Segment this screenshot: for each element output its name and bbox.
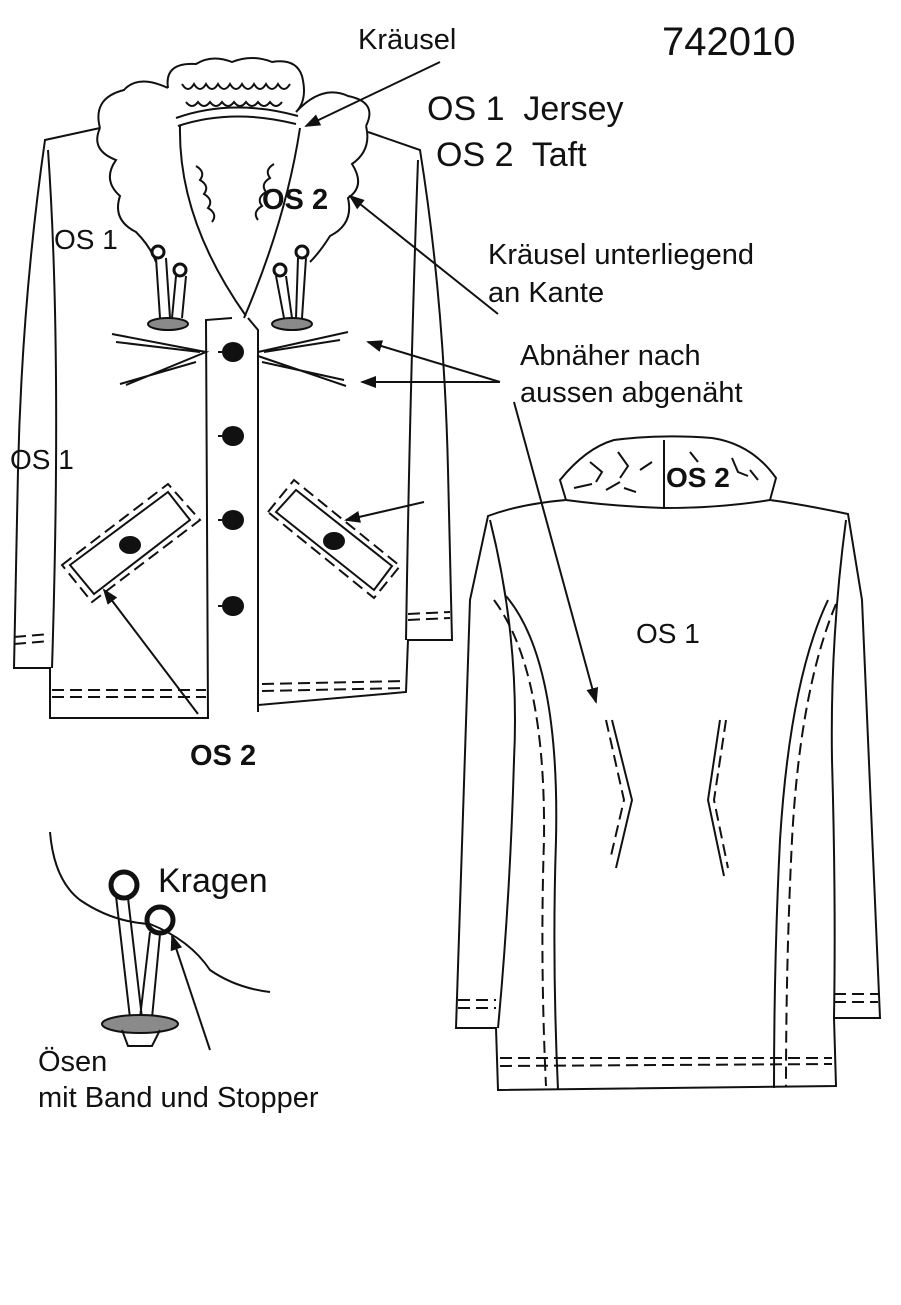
label-back-os1: OS 1 xyxy=(636,618,700,649)
arrow-left-pocket xyxy=(102,588,199,715)
arrow-dart-back xyxy=(513,401,599,704)
label-os1-jersey: OS 1 Jersey xyxy=(427,90,624,128)
front-right-pocket xyxy=(266,478,402,600)
back-side-seams xyxy=(489,519,847,1029)
front-body-outline xyxy=(12,127,454,719)
kragen-detail xyxy=(49,831,271,1047)
label-kraeusel-edge: Kräusel unterliegend an Kante xyxy=(488,239,755,309)
stopper-body xyxy=(121,1029,161,1047)
front-collar-inner-edge xyxy=(178,125,301,319)
arrow-eyelet xyxy=(170,934,211,1051)
annotation-arrows xyxy=(102,61,599,1051)
label-kragen: Kragen xyxy=(158,862,268,900)
front-right-sleeve-seam xyxy=(405,159,419,641)
front-neckline xyxy=(175,106,299,127)
arrow-dart-upper xyxy=(366,340,501,383)
kragen-detail-outline xyxy=(49,831,271,993)
front-left-sleeve-seam xyxy=(47,149,58,669)
back-princess-seams xyxy=(505,595,829,1091)
back-princess-stitching xyxy=(493,599,837,1087)
front-collar-eyelets xyxy=(147,244,313,331)
label-kraeusel: Kräusel xyxy=(358,24,457,56)
back-darts xyxy=(611,719,725,877)
eyelet-lower xyxy=(144,904,176,936)
label-front-os1-upper: OS 1 xyxy=(54,224,118,255)
front-view xyxy=(12,57,454,719)
label-darts: Abnäher nach aussen abgenäht xyxy=(520,340,743,409)
eyelet-upper xyxy=(108,869,140,901)
label-eyelets: Ösen mit Band und Stopper xyxy=(38,1046,319,1114)
label-back-collar-os2: OS 2 xyxy=(666,462,730,493)
eyelet-cords xyxy=(115,895,161,1019)
stopper xyxy=(101,1014,179,1034)
front-buttons xyxy=(218,342,244,616)
front-right-sleeve-hem-stitch xyxy=(407,611,451,621)
arrow-kraeusel xyxy=(304,61,441,127)
front-left-pocket xyxy=(60,482,202,604)
back-collar xyxy=(558,435,778,510)
article-number: 742010 xyxy=(662,20,796,64)
label-os2-taft: OS 2 Taft xyxy=(436,136,587,174)
label-front-os2-bottom: OS 2 xyxy=(190,740,257,772)
front-placket xyxy=(204,317,259,719)
label-front-os1-side: OS 1 xyxy=(10,444,74,475)
front-ruffle-collar xyxy=(96,57,371,263)
front-left-sleeve-hem-stitch xyxy=(13,633,51,645)
back-body-outline xyxy=(454,499,882,1092)
arrow-kraeusel-edge xyxy=(348,194,499,315)
back-collar-ruffle-marks xyxy=(573,451,759,493)
front-ruffle-gathers xyxy=(181,82,291,223)
back-dart-stitching xyxy=(605,719,729,869)
front-darts xyxy=(111,331,349,387)
back-view xyxy=(454,435,882,1092)
label-collar-os2: OS 2 xyxy=(262,184,329,216)
front-hem-stitch xyxy=(52,680,405,698)
back-hem-stitching xyxy=(458,993,878,1067)
arrow-right-pocket xyxy=(344,501,425,523)
